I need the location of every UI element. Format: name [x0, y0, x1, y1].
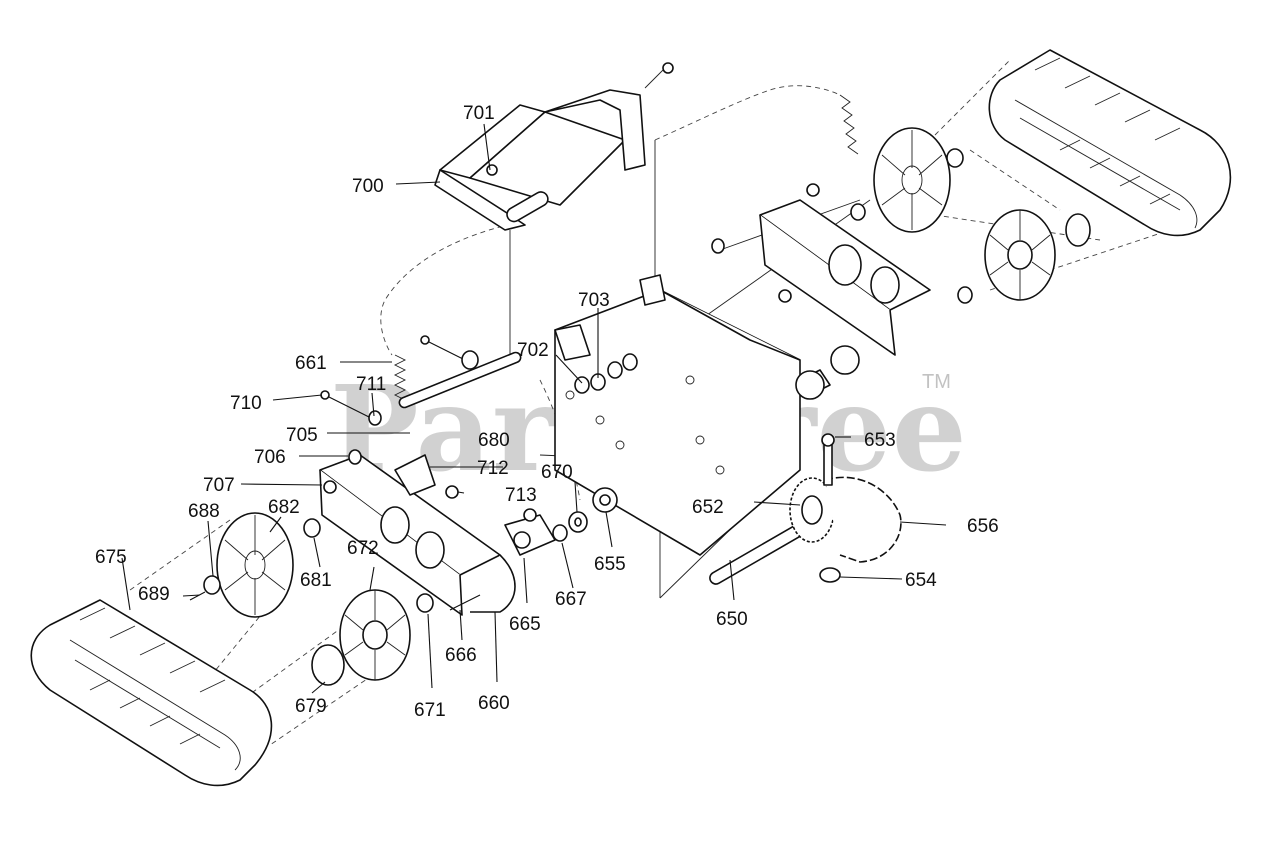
- callout-682: 682: [268, 497, 300, 518]
- nut-part-654: [819, 567, 841, 583]
- callout-713: 713: [505, 485, 537, 506]
- bracket-part-712: [394, 454, 436, 496]
- callout-675: 675: [95, 547, 127, 568]
- spring-part-661: [393, 354, 407, 401]
- sprocket-part-652: [789, 477, 835, 543]
- callout-652: 652: [692, 497, 724, 518]
- callout-680: 680: [478, 430, 510, 451]
- bushing-part-665: [504, 514, 556, 556]
- callout-711: 711: [356, 374, 386, 395]
- callout-655: 655: [594, 554, 626, 575]
- small-hardware: [303, 148, 973, 613]
- bushing-part-655: [592, 487, 618, 513]
- handle-part-700: [434, 62, 674, 231]
- idler-part-689: [189, 575, 221, 601]
- bolt-part-653: [821, 433, 835, 486]
- callout-661: 661: [295, 353, 327, 374]
- callout-671: 671: [414, 700, 446, 721]
- right-side-plate: [759, 199, 931, 356]
- callout-712: 712: [477, 458, 509, 479]
- callout-703: 703: [578, 290, 610, 311]
- callout-672: 672: [347, 538, 379, 559]
- callout-653: 653: [864, 430, 896, 451]
- callout-688: 688: [188, 501, 220, 522]
- central-frame: [554, 274, 801, 556]
- callout-700: 700: [352, 176, 384, 197]
- track-right: [988, 49, 1232, 237]
- bolt-upper-left: [420, 335, 479, 370]
- rod-part-705: [398, 351, 522, 409]
- wheel-part-682: [216, 512, 294, 618]
- watermark-trademark: TM: [922, 371, 951, 393]
- callout-681: 681: [300, 570, 332, 591]
- callout-650: 650: [716, 609, 748, 630]
- callout-706: 706: [254, 447, 286, 468]
- drive-sprocket-right: [984, 209, 1056, 301]
- callout-665: 665: [509, 614, 541, 635]
- callout-667: 667: [555, 589, 587, 610]
- callout-679: 679: [295, 696, 327, 717]
- callout-670: 670: [541, 462, 573, 483]
- callout-666: 666: [445, 645, 477, 666]
- washer-part-670: [568, 511, 588, 533]
- callout-705: 705: [286, 425, 318, 446]
- callout-702: 702: [517, 340, 549, 361]
- drive-sprocket-part-672: [339, 589, 411, 681]
- callout-707: 707: [203, 475, 235, 496]
- callout-654: 654: [905, 570, 937, 591]
- washer-part-667: [552, 524, 568, 542]
- right-bushing: [795, 345, 860, 400]
- snap-ring-right: [1065, 213, 1091, 247]
- callout-660: 660: [478, 693, 510, 714]
- left-side-plate: [319, 454, 516, 616]
- leader-lines: [121, 123, 947, 694]
- snap-ring-part-679: [311, 644, 345, 686]
- callout-labels: 701 700 703 702 661 711 710 705 680 653 …: [95, 103, 999, 721]
- callout-689: 689: [138, 584, 170, 605]
- callout-656: 656: [967, 516, 999, 537]
- track-part-675: [30, 599, 273, 787]
- chain-part-656: [824, 476, 902, 563]
- callout-701: 701: [463, 103, 495, 124]
- wheel-upper-right: [873, 127, 951, 233]
- callout-710: 710: [230, 393, 262, 414]
- spring-upper-right: [839, 94, 859, 155]
- bolt-part-666: [449, 594, 481, 611]
